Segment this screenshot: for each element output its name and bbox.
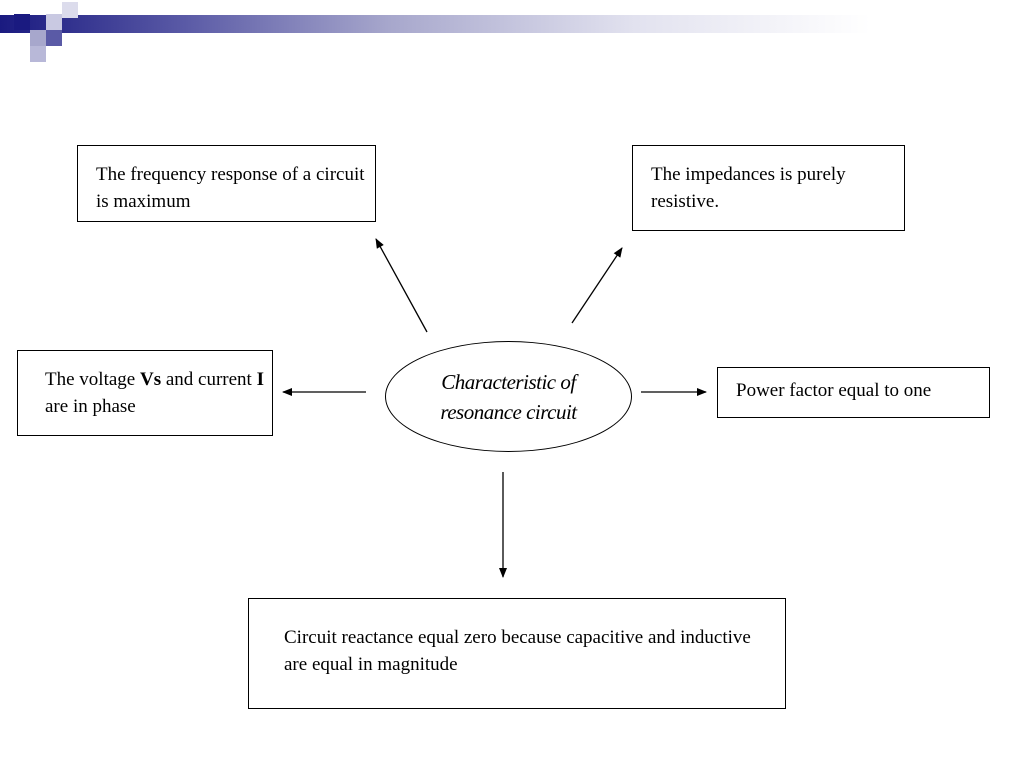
phase-text-part2: and current bbox=[161, 369, 257, 390]
arrow-to-top-right bbox=[571, 247, 623, 324]
header-square-soft bbox=[30, 46, 46, 62]
box-frequency-response: The frequency response of a circuit is m… bbox=[77, 145, 376, 222]
header-square-light bbox=[30, 30, 46, 46]
box-voltage-current-phase: The voltage Vs and current I are in phas… bbox=[17, 350, 273, 436]
center-title: Characteristic of resonance circuit bbox=[440, 369, 577, 424]
header-square-mid bbox=[46, 14, 62, 30]
header-gradient-bar bbox=[0, 15, 1024, 33]
box-impedance-resistive-text: The impedances is purely resistive. bbox=[651, 164, 846, 212]
box-reactance-zero: Circuit reactance equal zero because cap… bbox=[248, 598, 786, 709]
box-power-factor: Power factor equal to one bbox=[717, 367, 990, 418]
box-impedance-resistive: The impedances is purely resistive. bbox=[632, 145, 905, 231]
phase-text-i: I bbox=[256, 369, 264, 390]
box-power-factor-text: Power factor equal to one bbox=[736, 380, 932, 401]
header-square-pale bbox=[62, 2, 78, 18]
phase-text-part3: are in phase bbox=[45, 396, 136, 417]
phase-text-vs: Vs bbox=[139, 369, 162, 390]
header-square-accent bbox=[46, 30, 62, 46]
center-ellipse: Characteristic of resonance circuit bbox=[385, 341, 632, 452]
header-square-dark bbox=[14, 14, 30, 30]
box-reactance-zero-text: Circuit reactance equal zero because cap… bbox=[284, 627, 751, 675]
arrow-to-top-left bbox=[375, 238, 428, 333]
box-frequency-response-text: The frequency response of a circuit is m… bbox=[96, 164, 365, 212]
phase-text-part1: The voltage bbox=[45, 369, 140, 390]
